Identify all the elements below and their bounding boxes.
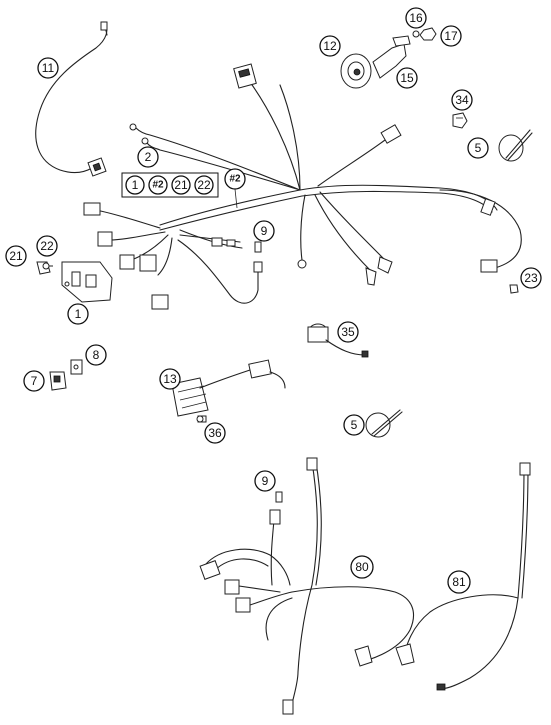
part-23-nut — [509, 284, 519, 294]
callout-1: 1 — [67, 303, 89, 325]
svg-text:12: 12 — [323, 39, 337, 53]
callout-hash2: #2 — [224, 168, 246, 190]
svg-text:81: 81 — [452, 575, 466, 589]
svg-text:22: 22 — [197, 178, 211, 192]
svg-text:21: 21 — [9, 249, 23, 263]
part-35-relay — [307, 323, 369, 358]
callout-16: 16 — [405, 7, 427, 29]
svg-text:36: 36 — [208, 426, 222, 440]
callout-11: 11 — [37, 57, 59, 79]
svg-text:16: 16 — [409, 11, 423, 25]
callout-9-lower: 9 — [254, 470, 276, 492]
callout-80: 80 — [350, 555, 374, 579]
part-80-harness — [199, 457, 414, 715]
callout-13: 13 — [159, 368, 181, 390]
part-5-cable-tie-lower — [365, 409, 403, 438]
svg-text:1: 1 — [132, 178, 139, 192]
callout-81: 81 — [447, 570, 471, 594]
callout-9-upper: 9 — [253, 220, 275, 242]
callout-23: 23 — [520, 267, 542, 289]
svg-text:21: 21 — [174, 178, 188, 192]
svg-text:22: 22 — [40, 239, 54, 253]
part-5-cable-tie-upper — [498, 129, 533, 162]
part-81-harness — [395, 462, 531, 691]
svg-text:23: 23 — [524, 271, 538, 285]
svg-text:8: 8 — [93, 348, 100, 362]
callout-2-kit-box: 1 #2 21 22 — [121, 172, 219, 198]
svg-text:9: 9 — [261, 224, 268, 238]
callout-5-upper: 5 — [467, 137, 489, 159]
svg-text:17: 17 — [444, 29, 458, 43]
part-13-regulator — [171, 359, 286, 423]
svg-text:15: 15 — [400, 71, 414, 85]
svg-text:1: 1 — [75, 307, 82, 321]
part-34-clip — [452, 112, 468, 129]
callout-15: 15 — [396, 67, 418, 89]
callout-2: 2 — [137, 146, 159, 168]
callout-8: 8 — [85, 344, 107, 366]
svg-text:34: 34 — [455, 93, 469, 107]
svg-text:35: 35 — [341, 325, 355, 339]
callout-22: 22 — [36, 235, 58, 257]
svg-text:11: 11 — [42, 61, 55, 75]
svg-text:80: 80 — [355, 560, 369, 574]
part-7-8-clips — [49, 359, 83, 391]
main-harness — [83, 63, 522, 310]
part-21-22-fasteners — [36, 261, 53, 275]
svg-text:5: 5 — [475, 141, 482, 155]
callout-17: 17 — [440, 25, 462, 47]
part-9-terminal-upper — [254, 241, 262, 253]
svg-text:#2: #2 — [152, 180, 164, 191]
part-9-terminal-lower — [275, 491, 283, 503]
svg-text:#2: #2 — [229, 174, 241, 185]
part-11-cable — [35, 21, 108, 177]
callout-5-lower: 5 — [343, 414, 365, 436]
callout-34: 34 — [451, 89, 473, 111]
part-36-screw — [196, 415, 204, 423]
svg-text:5: 5 — [351, 418, 358, 432]
svg-text:2: 2 — [145, 150, 152, 164]
svg-text:9: 9 — [262, 474, 269, 488]
callout-21: 21 — [5, 245, 27, 267]
callout-36: 36 — [204, 422, 226, 444]
callout-7: 7 — [23, 370, 45, 392]
horn-assembly — [340, 27, 437, 89]
part-1-bracket — [61, 261, 113, 303]
callout-12: 12 — [319, 35, 341, 57]
svg-text:13: 13 — [163, 372, 177, 386]
callout-35: 35 — [337, 321, 359, 343]
svg-text:7: 7 — [31, 374, 38, 388]
